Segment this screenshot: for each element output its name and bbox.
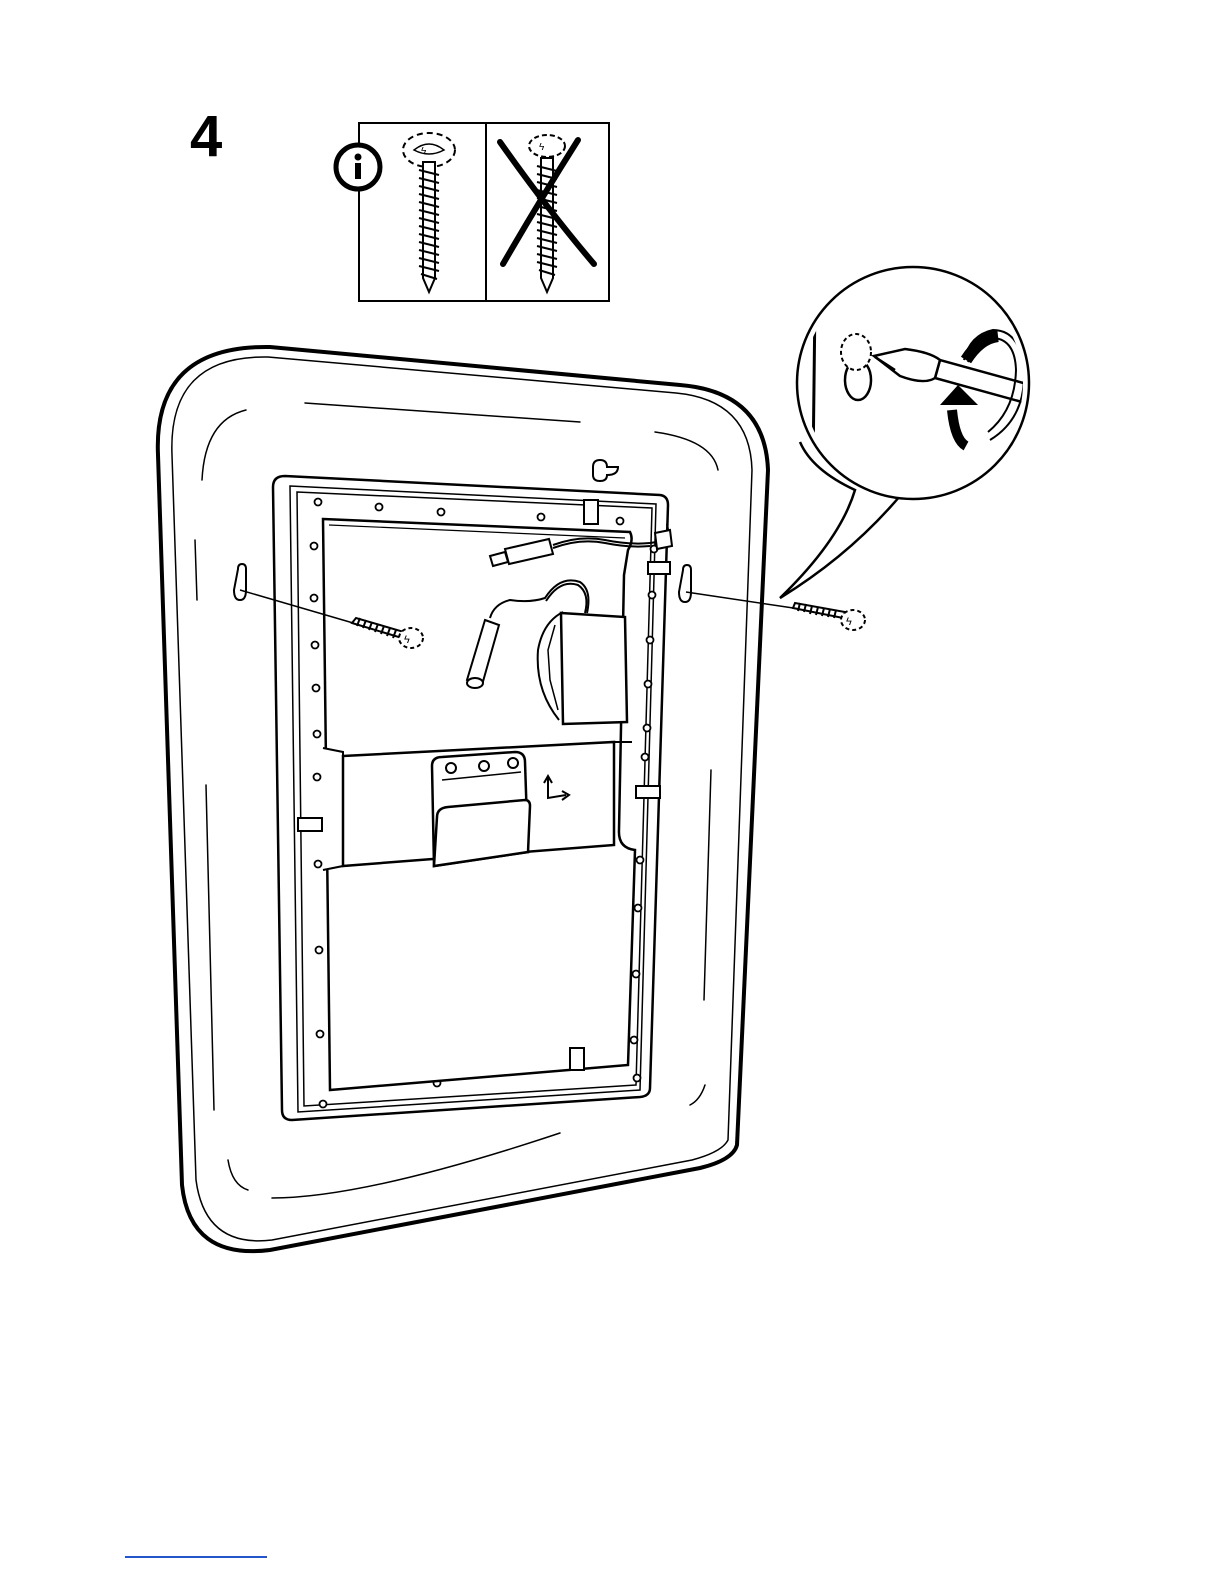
svg-text:ϟ: ϟ: [421, 146, 427, 157]
footer-rule: [125, 1556, 267, 1558]
svg-text:ϟ: ϟ: [404, 634, 410, 646]
mounting-plate: [432, 752, 530, 866]
info-panel: ϟ ϟ: [336, 123, 609, 301]
info-icon: [336, 145, 380, 189]
mirror-back-panel: ϟ ϟ: [158, 347, 865, 1251]
wall-screw-right: ϟ: [793, 603, 865, 630]
svg-text:ϟ: ϟ: [539, 142, 545, 153]
svg-text:ϟ: ϟ: [846, 616, 852, 628]
detail-callout: [780, 267, 1085, 598]
transformer-box: [538, 612, 627, 724]
